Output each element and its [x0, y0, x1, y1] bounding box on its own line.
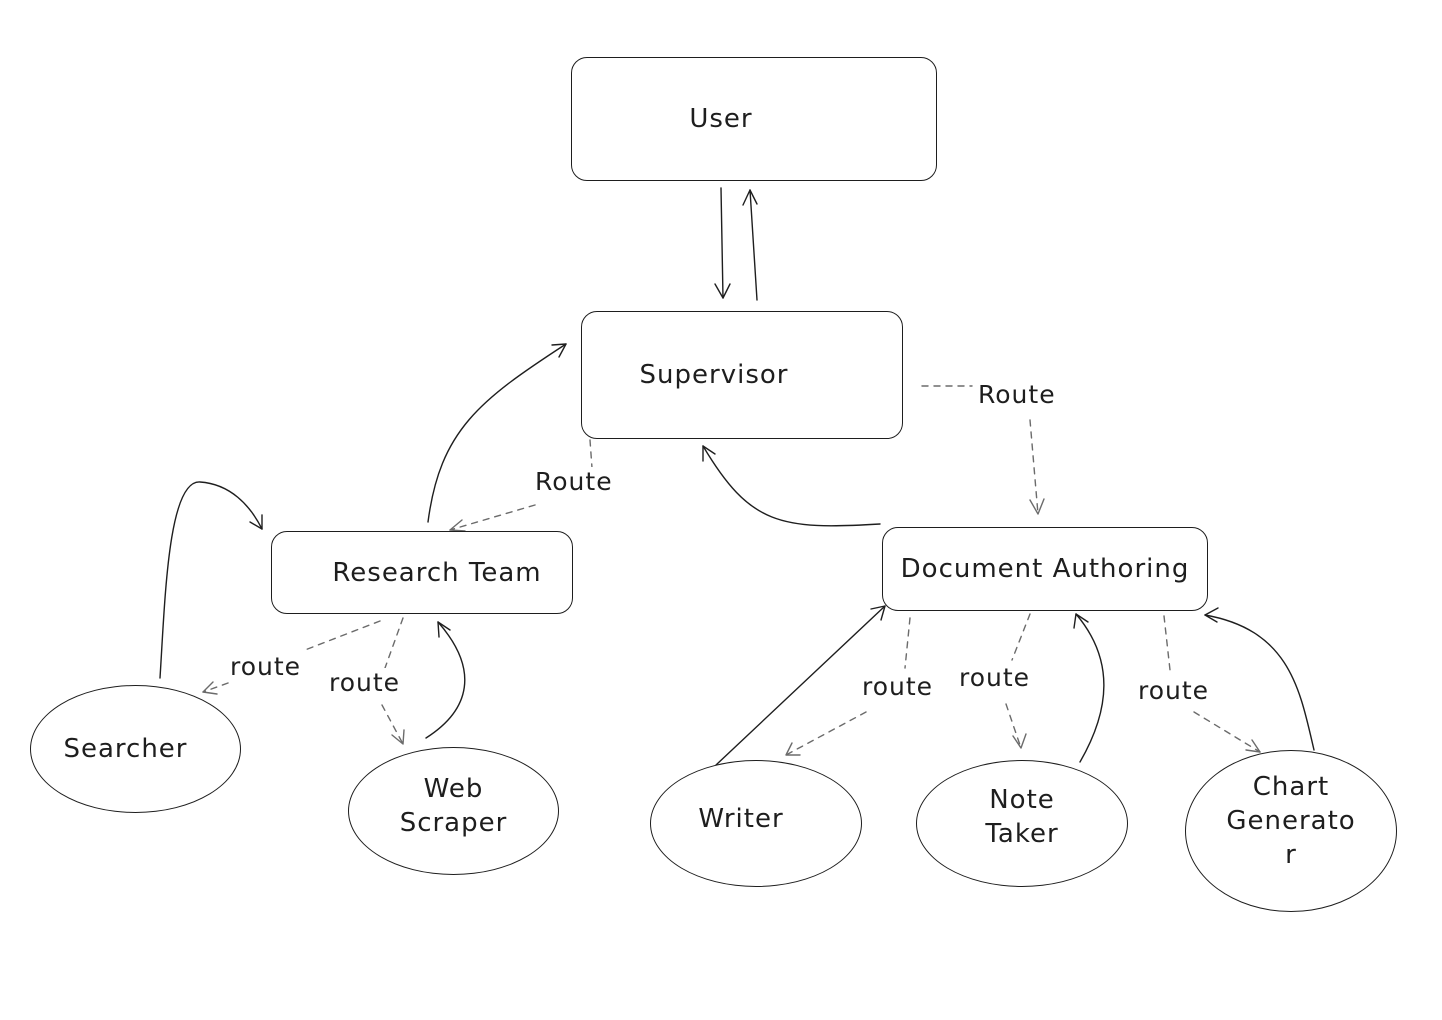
- edge-label-supervisor-to-document: Route: [976, 380, 1058, 409]
- edge-user-to-supervisor: [720, 187, 724, 299]
- user-node: User: [571, 57, 937, 181]
- arrowhead-supervisor-to-user: [742, 189, 758, 206]
- arrowhead-note-taker-to-document-authoring: [1073, 613, 1089, 629]
- edge-document-authoring-to-supervisor: [702, 445, 881, 527]
- edge-label-research-to-web-scraper: route: [327, 668, 403, 697]
- edge-chart-generator-to-document-authoring: [1204, 614, 1315, 751]
- arrowhead-research-team-to-searcher: [202, 681, 218, 695]
- research-team-label: Research Team: [332, 557, 542, 588]
- edge-document-authoring-to-chart-generator: [1163, 615, 1261, 753]
- edge-supervisor-to-document-authoring: [921, 385, 1039, 515]
- arrowhead-user-to-supervisor: [714, 283, 731, 299]
- edge-research-team-to-searcher: [202, 620, 381, 693]
- web-scraper-label: Web Scraper: [399, 774, 508, 838]
- arrowhead-supervisor-to-document-authoring: [1029, 498, 1045, 515]
- edge-label-research-to-searcher: route: [228, 652, 304, 681]
- searcher-node: Searcher: [30, 685, 241, 813]
- edge-web-scraper-to-research-team: [425, 621, 466, 739]
- arrowhead-chart-generator-to-document-authoring: [1204, 607, 1219, 623]
- edge-label-supervisor-to-research: Route: [533, 467, 615, 496]
- arrowhead-searcher-to-research-team: [249, 514, 263, 530]
- arrowhead-document-authoring-to-note-taker: [1012, 733, 1027, 749]
- document-authoring-label: Document Authoring: [900, 554, 1190, 584]
- arrowhead-document-authoring-to-writer: [785, 742, 801, 756]
- research-team-node: Research Team: [271, 531, 573, 614]
- arrowhead-writer-to-document-authoring: [870, 605, 886, 621]
- edge-research-team-to-supervisor: [427, 343, 567, 523]
- edge-document-authoring-to-writer: [785, 617, 911, 756]
- edge-supervisor-to-research-team: [449, 439, 593, 531]
- edge-note-taker-to-document-authoring: [1075, 613, 1105, 763]
- supervisor-node: Supervisor: [581, 311, 903, 439]
- arrowhead-research-team-to-supervisor: [551, 343, 567, 358]
- arrowhead-web-scraper-to-research-team: [437, 621, 451, 638]
- arrowhead-document-authoring-to-supervisor: [702, 445, 716, 462]
- web-scraper-node: Web Scraper: [348, 747, 559, 875]
- document-authoring-node: Document Authoring: [882, 527, 1208, 611]
- arrowhead-research-team-to-web-scraper: [391, 729, 405, 745]
- chart-generator-label: Chart Generato r: [1226, 772, 1356, 870]
- edge-supervisor-to-user: [749, 189, 758, 301]
- edge-label-document-to-note-taker: route: [957, 663, 1033, 692]
- chart-generator-node: Chart Generato r: [1185, 750, 1397, 912]
- edge-searcher-to-research-team: [159, 481, 263, 679]
- searcher-label: Searcher: [63, 734, 188, 764]
- edge-document-authoring-to-note-taker: [1005, 613, 1031, 749]
- edge-label-document-to-chart-generator: route: [1136, 676, 1212, 705]
- arrowhead-supervisor-to-research-team: [449, 519, 466, 532]
- note-taker-node: Note Taker: [916, 760, 1128, 887]
- writer-label: Writer: [698, 803, 784, 834]
- edge-writer-to-document-authoring: [715, 605, 886, 766]
- user-label: User: [689, 104, 753, 134]
- edge-label-document-to-writer: route: [860, 672, 936, 701]
- arrowhead-document-authoring-to-chart-generator: [1245, 739, 1261, 753]
- edge-research-team-to-web-scraper: [381, 617, 404, 745]
- supervisor-label: Supervisor: [639, 360, 789, 390]
- note-taker-label: Note Taker: [985, 784, 1059, 849]
- writer-node: Writer: [650, 760, 862, 887]
